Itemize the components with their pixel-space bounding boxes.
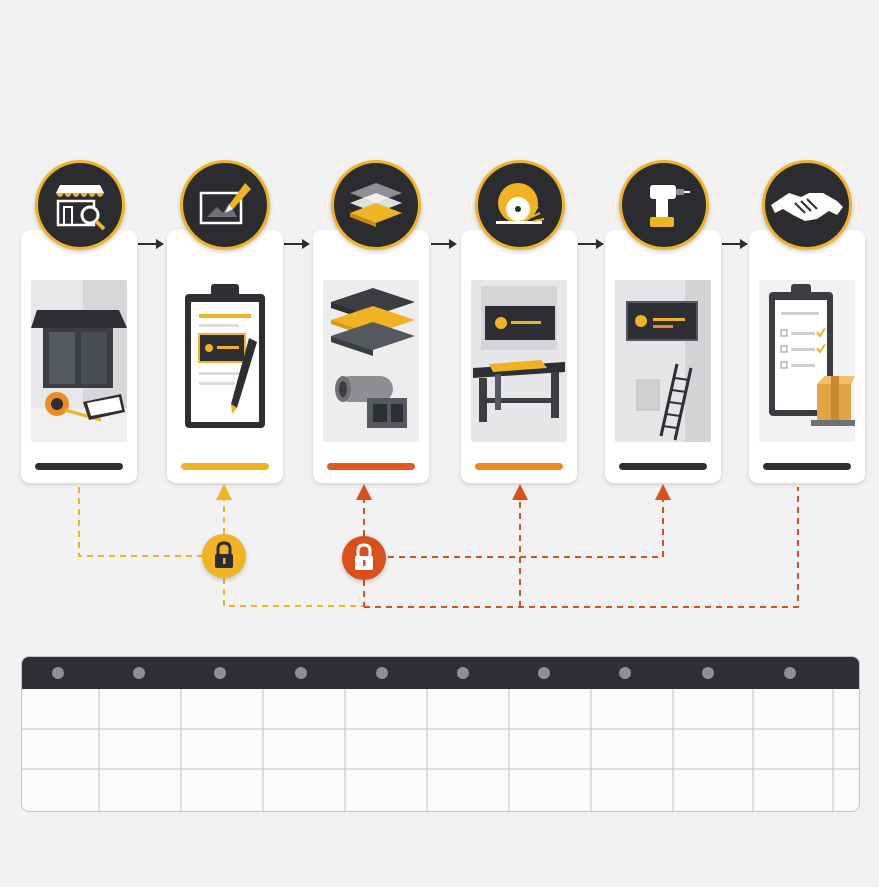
arrow-right-icon <box>284 239 310 249</box>
calendar-ring <box>295 667 307 679</box>
stage-card-handover[interactable] <box>749 230 865 483</box>
flow-line-orange-bottom <box>364 487 799 608</box>
handshake-icon[interactable] <box>762 160 852 250</box>
workbench-illustration <box>471 280 567 442</box>
materials-illustration <box>323 280 419 442</box>
calendar-ring <box>784 667 796 679</box>
stage-bar <box>35 463 123 470</box>
design-clipboard-illustration <box>177 280 273 442</box>
stage-card-fabrication[interactable] <box>461 230 577 483</box>
cutting-saw-icon[interactable] <box>475 160 565 250</box>
design-pen-icon[interactable] <box>180 160 270 250</box>
timeline-calendar <box>21 656 860 812</box>
material-layers-icon[interactable] <box>331 160 421 250</box>
storefront-illustration <box>31 280 127 442</box>
padlock-icon[interactable] <box>342 536 386 580</box>
stage-bar <box>181 463 269 470</box>
arrow-right-icon <box>138 239 164 249</box>
stage-card-installation[interactable] <box>605 230 721 483</box>
stage-bar <box>619 463 707 470</box>
arrow-right-icon <box>578 239 604 249</box>
padlock-icon[interactable] <box>202 534 246 578</box>
installation-illustration <box>615 280 711 442</box>
calendar-ring <box>133 667 145 679</box>
shop-search-icon[interactable] <box>35 160 125 250</box>
calendar-ring <box>52 667 64 679</box>
handover-illustration <box>759 280 855 442</box>
stage-bar <box>475 463 563 470</box>
calendar-ring <box>702 667 714 679</box>
flow-line-yellow-1 <box>78 487 205 557</box>
stage-card-design[interactable] <box>167 230 283 483</box>
calendar-grid <box>22 689 859 811</box>
calendar-ring <box>214 667 226 679</box>
calendar-ring <box>376 667 388 679</box>
stage-card-survey[interactable] <box>21 230 137 483</box>
arrow-right-icon <box>722 239 748 249</box>
calendar-ring <box>619 667 631 679</box>
stage-bar <box>327 463 415 470</box>
flow-line-orange-h1 <box>388 484 671 558</box>
drill-icon[interactable] <box>619 160 709 250</box>
arrow-right-icon <box>431 239 457 249</box>
stage-card-materials[interactable] <box>313 230 429 483</box>
calendar-ring <box>538 667 550 679</box>
flow-line-yellow-2 <box>223 578 365 607</box>
calendar-ring <box>457 667 469 679</box>
calendar-header <box>22 657 859 689</box>
stage-bar <box>763 463 851 470</box>
